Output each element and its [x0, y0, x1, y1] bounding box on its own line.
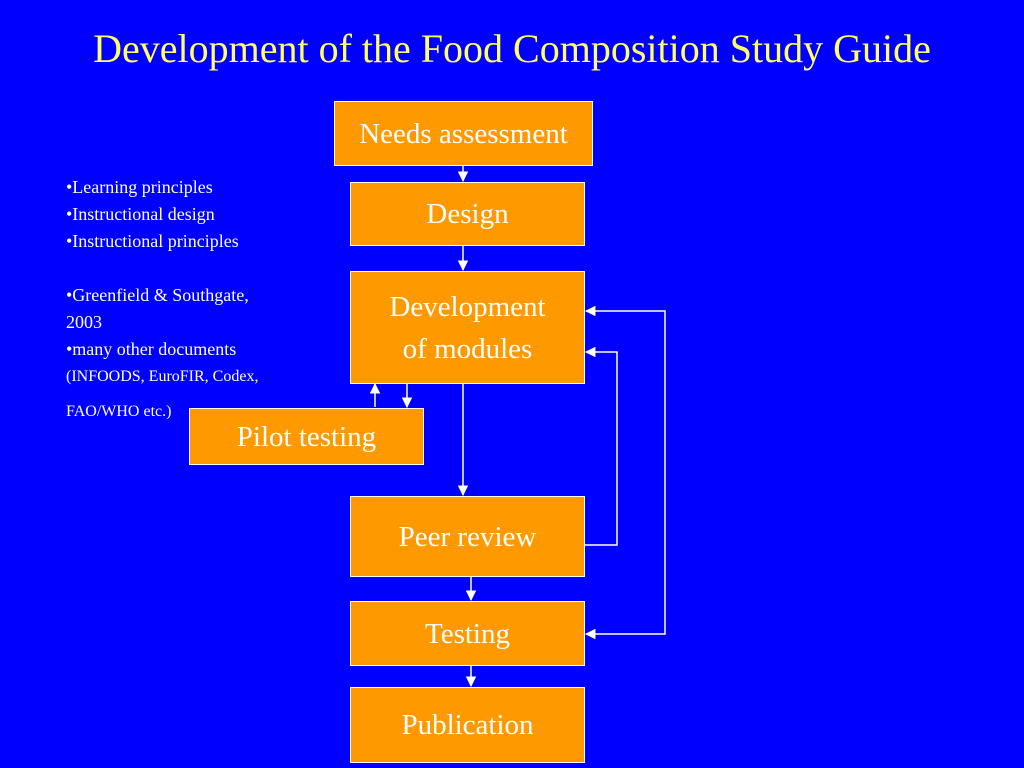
note-instructional-principles: •Instructional principles — [66, 231, 239, 251]
note-greenfield-southgate: •Greenfield & Southgate, — [66, 285, 249, 305]
note-instructional-design: •Instructional design — [66, 204, 215, 224]
step-pilot-testing: Pilot testing — [189, 408, 424, 465]
slide-title: Development of the Food Composition Stud… — [93, 26, 931, 71]
loop-peer-review-to-development — [584, 346, 618, 546]
step-testing-label: Testing — [425, 617, 510, 650]
step-design: Design — [350, 182, 585, 246]
note-other-documents-list: (INFOODS, EuroFIR, Codex, — [66, 368, 259, 385]
step-publication-label: Publication — [401, 709, 534, 741]
step-needs-assessment-label: Needs assessment — [359, 117, 568, 150]
step-needs-assessment: Needs assessment — [334, 101, 593, 166]
loop-testing-development — [584, 305, 666, 640]
note-other-documents: •many other documents — [66, 339, 237, 359]
step-development-label-line1: Development — [389, 290, 546, 323]
step-peer-review-label: Peer review — [398, 520, 537, 553]
note-learning-principles: •Learning principles — [66, 177, 213, 197]
notes-spacer — [66, 255, 336, 282]
step-pilot-testing-label: Pilot testing — [236, 420, 377, 453]
step-publication: Publication — [350, 687, 585, 763]
step-design-label: Design — [426, 198, 509, 230]
step-development-of-modules: Development of modules — [350, 271, 585, 384]
note-other-documents-list-cont: FAO/WHO etc.) — [66, 403, 172, 420]
side-notes: •Learning principles •Instructional desi… — [66, 174, 336, 425]
notes-small-spacer — [66, 390, 336, 398]
step-testing: Testing — [350, 601, 585, 666]
note-greenfield-year: 2003 — [66, 312, 102, 332]
step-development-label-line2: of modules — [402, 332, 533, 365]
step-peer-review: Peer review — [350, 496, 585, 577]
